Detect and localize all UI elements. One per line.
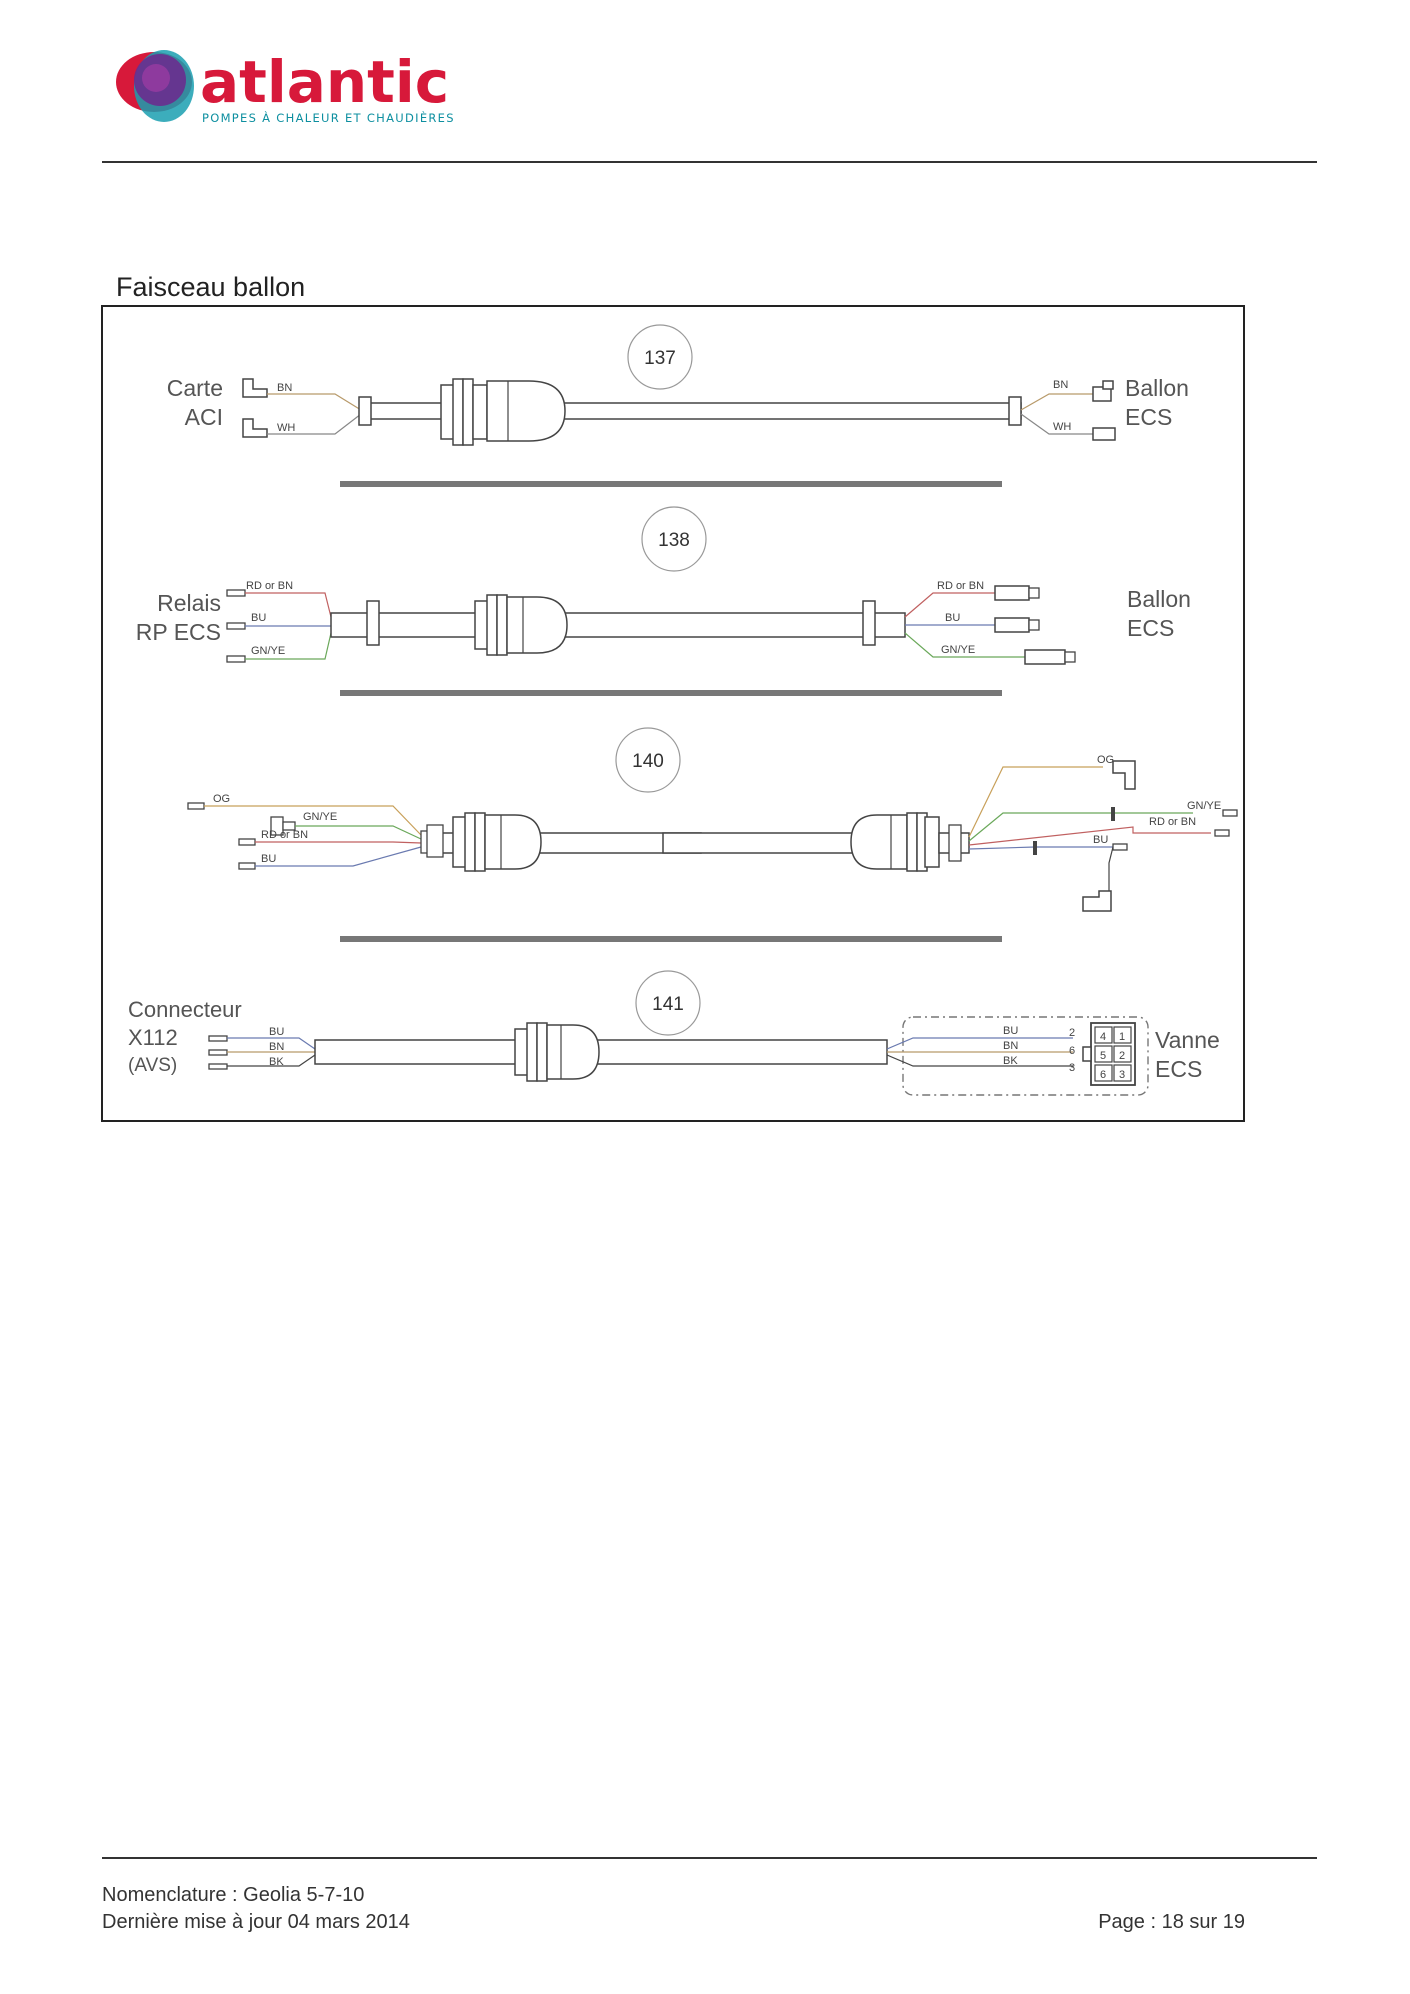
header-divider — [102, 161, 1317, 163]
terminal-icon — [1092, 386, 1112, 402]
wire-label: BK — [1003, 1055, 1018, 1067]
harness-number-badge — [635, 970, 701, 1036]
harness-left-label: X112 — [128, 1025, 178, 1050]
wire-label: WH — [1053, 421, 1071, 433]
wire-label: BN — [277, 382, 292, 394]
terminal-icon — [1024, 649, 1066, 665]
harness-separator — [340, 690, 1002, 696]
wiring-diagram-svg: 137 Carte ACI Ballon ECS BN WH BN WH — [128, 324, 1238, 1096]
connector-pin: 3 — [1119, 1069, 1125, 1081]
wire-label: RD or BN — [261, 829, 308, 841]
connector-outline — [902, 1016, 1149, 1096]
connector-pin: 1 — [1119, 1031, 1125, 1043]
connector-pin: 4 — [1100, 1031, 1106, 1043]
harness-left-label: ACI — [185, 404, 223, 430]
footer-page-number: Page : 18 sur 19 — [1098, 1911, 1245, 1933]
footer-document-name: Nomenclature : Geolia 5-7-10 — [102, 1884, 365, 1906]
harness-separator — [340, 936, 1002, 942]
wiring-diagram: 137 Carte ACI Ballon ECS BN WH BN WH — [101, 305, 1245, 1122]
harness-141: 141 Connecteur X112 (AVS) BU BN BK BU BN… — [128, 970, 1220, 1096]
terminal-icon — [1092, 427, 1116, 441]
connector-pin: 2 — [1119, 1050, 1125, 1062]
wire-label: RD or BN — [937, 580, 984, 592]
harness-right-label: ECS — [1155, 1056, 1202, 1082]
harness-left-label: Relais — [157, 590, 221, 616]
terminal-icon — [994, 585, 1030, 601]
wire-label: BN — [1053, 379, 1068, 391]
wire-label: BN — [1003, 1040, 1018, 1052]
harness-left-label: Carte — [167, 375, 223, 401]
harness-left-label: Connecteur — [128, 997, 242, 1022]
harness-separator — [340, 481, 1002, 487]
harness-number: 137 — [644, 348, 676, 369]
wire-label: GN/YE — [303, 811, 337, 823]
wire-label: GN/YE — [251, 645, 285, 657]
terminal-icon — [1112, 760, 1136, 790]
wire-label: OG — [213, 793, 230, 805]
logo-tagline: POMPES À CHALEUR ET CHAUDIÈRES — [202, 110, 455, 125]
wire-label: RD or BN — [246, 580, 293, 592]
atlantic-logo: atlantic POMPES À CHALEUR ET CHAUDIÈRES — [112, 36, 492, 136]
logo-wordmark: atlantic — [200, 48, 449, 116]
harness-number: 141 — [652, 994, 684, 1015]
harness-right-label: ECS — [1125, 404, 1172, 430]
harness-140: 140 OG GN/YE RD or BN BU OG — [187, 727, 1238, 912]
wire-label: RD or BN — [1149, 816, 1196, 828]
harness-left-label: RP ECS — [136, 619, 221, 645]
harness-right-label: Ballon — [1125, 375, 1189, 401]
wire-label: BU — [1093, 834, 1108, 846]
connector-pin: 5 — [1100, 1050, 1106, 1062]
harness-138: 138 Relais RP ECS Ballon ECS RD or BN BU… — [136, 506, 1191, 665]
pin-number: 6 — [1069, 1045, 1075, 1057]
wire-label: BK — [269, 1056, 284, 1068]
wire-label: BU — [1003, 1025, 1018, 1037]
wire-label: WH — [277, 422, 295, 434]
wire-label: BU — [261, 853, 276, 865]
footer-divider — [102, 1857, 1317, 1859]
connector-icon — [242, 418, 268, 438]
harness-number-badge — [627, 324, 693, 390]
connector-pin: 6 — [1100, 1069, 1106, 1081]
harness-number: 140 — [632, 751, 664, 772]
logo-mark-icon: atlantic POMPES À CHALEUR ET CHAUDIÈRES — [116, 48, 455, 125]
terminal-icon — [994, 617, 1030, 633]
harness-right-label: Vanne — [1155, 1027, 1220, 1053]
wire-label: GN/YE — [941, 644, 975, 656]
footer-last-update: Dernière mise à jour 04 mars 2014 — [102, 1911, 410, 1933]
harness-number: 138 — [658, 530, 690, 551]
harness-right-label: Ballon — [1127, 586, 1191, 612]
wire-label: GN/YE — [1187, 800, 1221, 812]
wire-label: BU — [945, 612, 960, 624]
section-title: Faisceau ballon — [116, 272, 306, 302]
wire-label: BU — [251, 612, 266, 624]
wire-label: OG — [1097, 754, 1114, 766]
pin-number: 3 — [1069, 1062, 1075, 1074]
wire-label: BU — [269, 1026, 284, 1038]
pin-number: 2 — [1069, 1027, 1075, 1039]
harness-right-label: ECS — [1127, 615, 1174, 641]
harness-137: 137 Carte ACI Ballon ECS BN WH BN WH — [167, 324, 1189, 446]
harness-left-label: (AVS) — [128, 1055, 177, 1076]
harness-number-badge — [615, 727, 681, 793]
terminal-icon — [1082, 890, 1112, 912]
connector-icon — [242, 378, 268, 398]
harness-number-badge — [641, 506, 707, 572]
wire-label: BN — [269, 1041, 284, 1053]
